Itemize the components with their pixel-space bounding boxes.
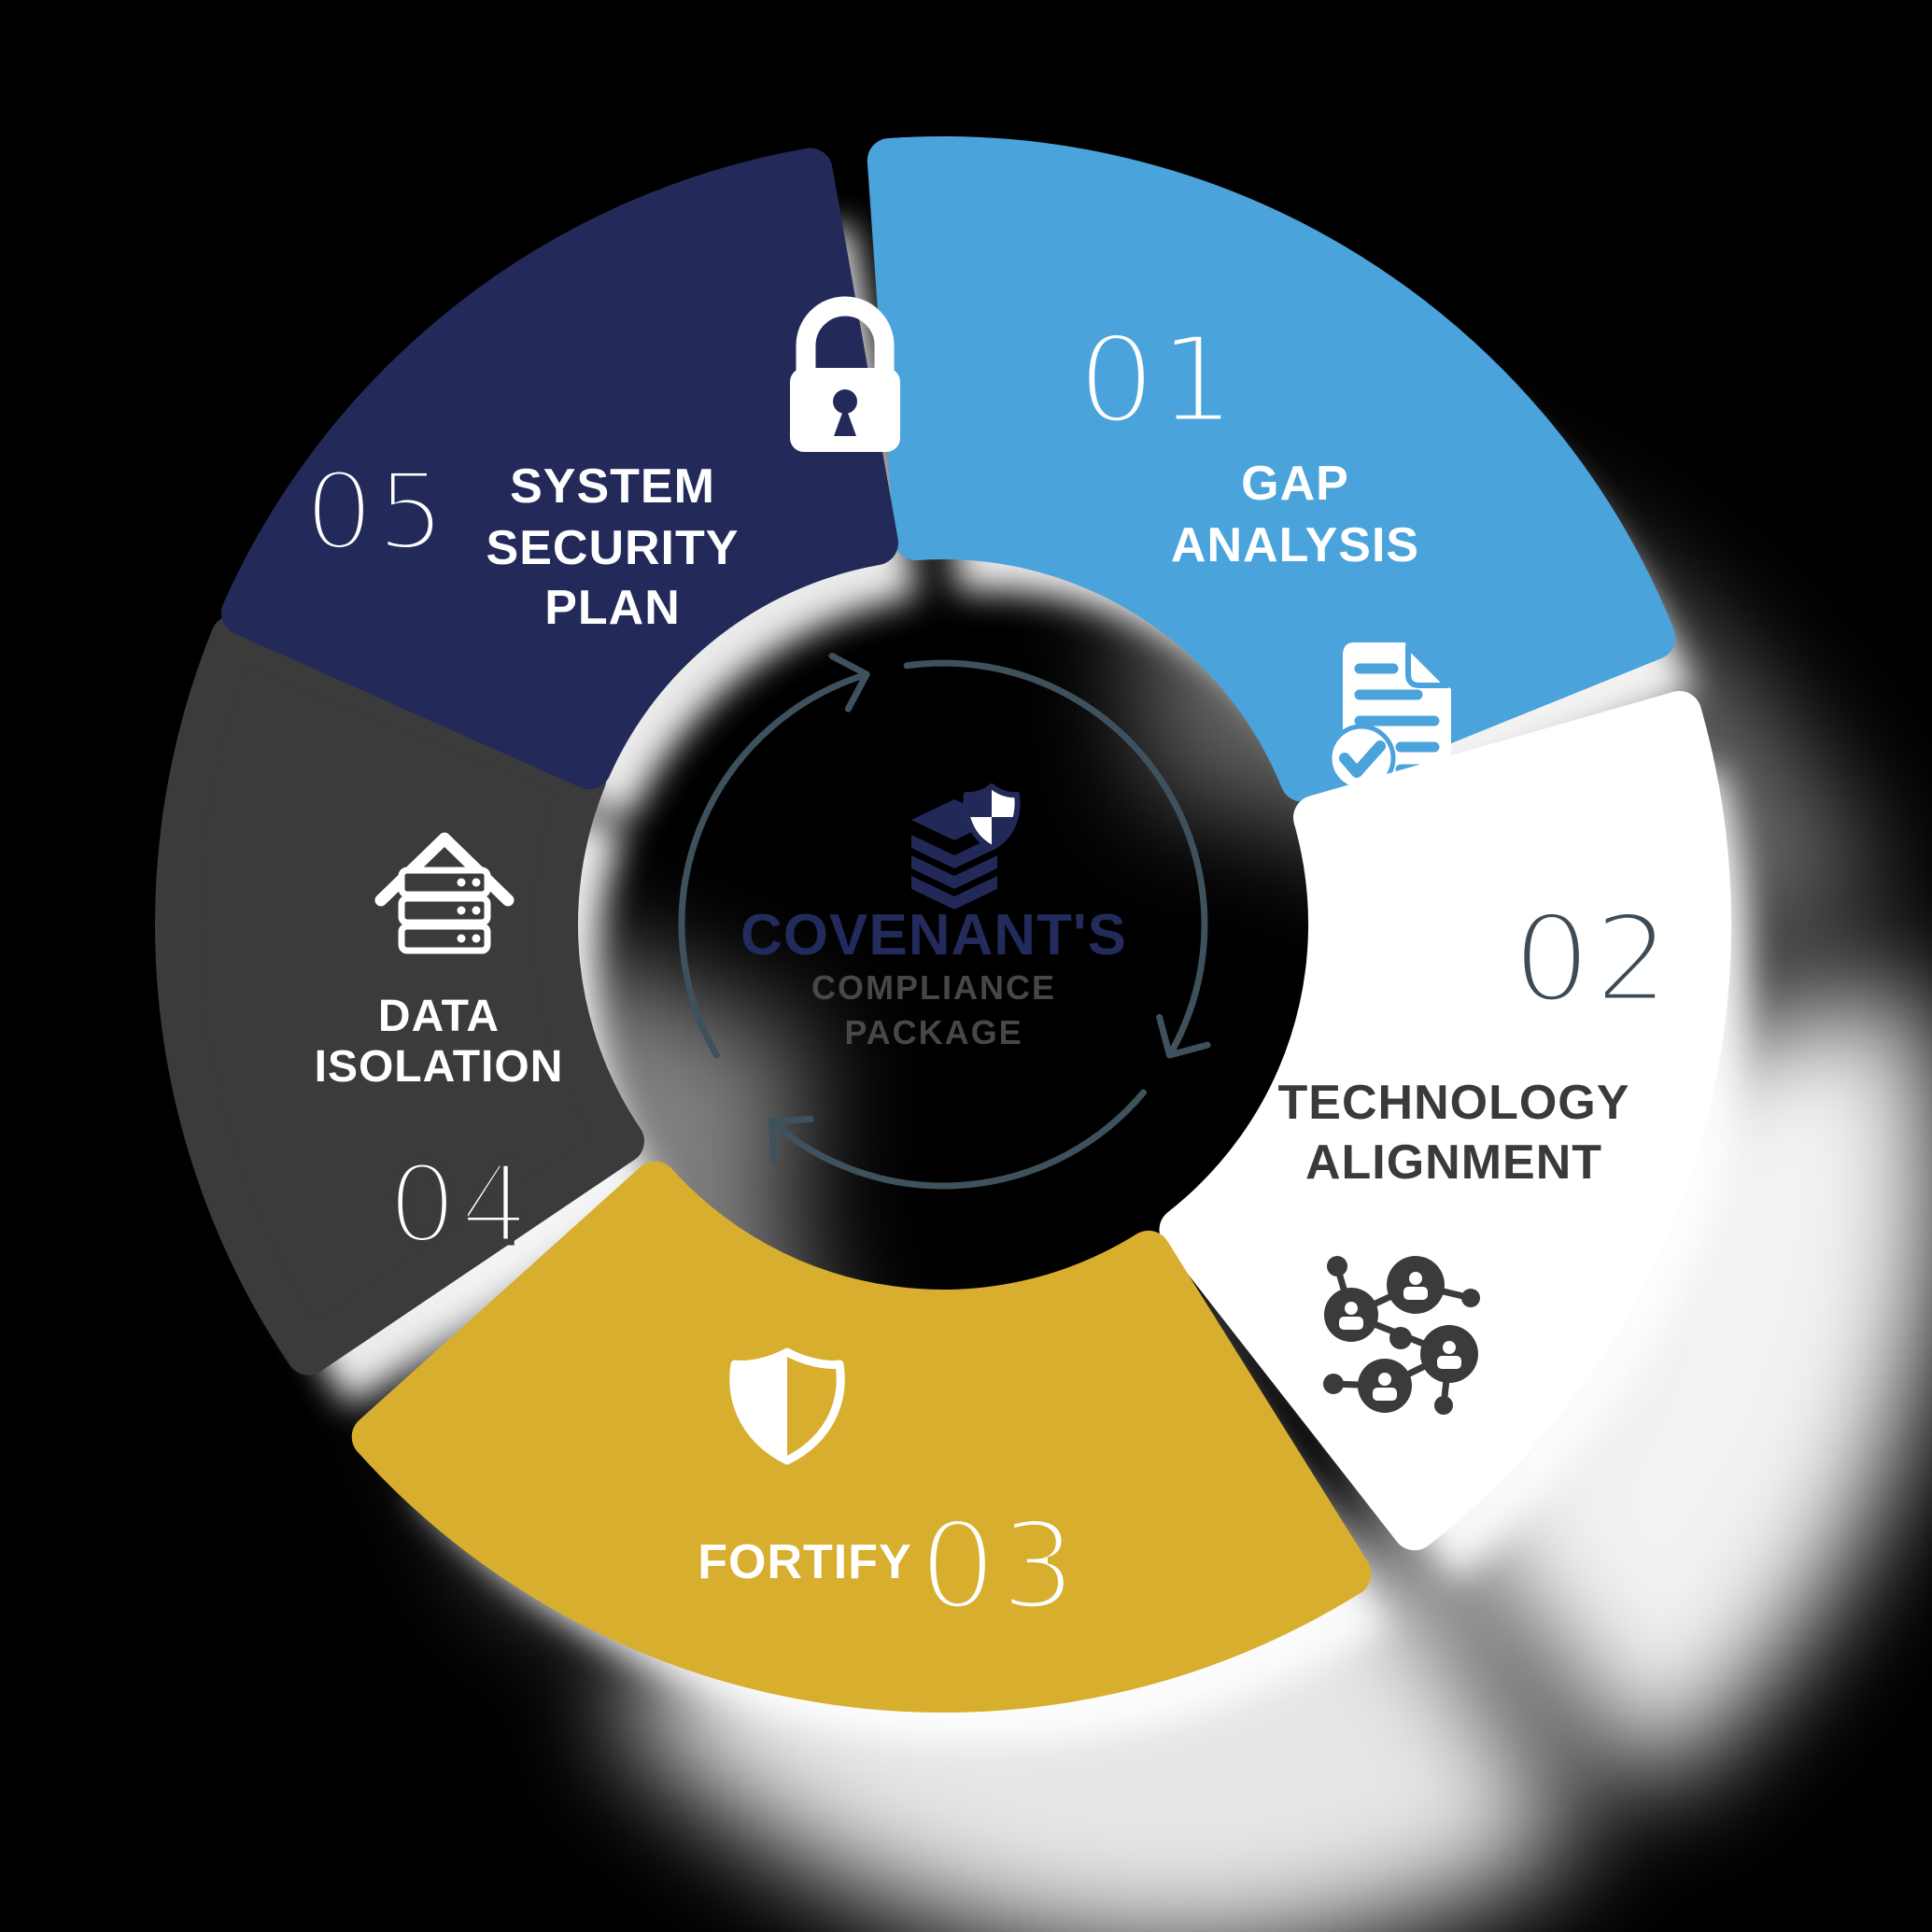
segment-04-shape — [155, 614, 644, 1375]
segment-03-shape — [351, 1161, 1372, 1713]
segment-05-shape — [220, 148, 898, 790]
segment-05-label-line2: SECURITY — [487, 521, 740, 575]
center-subtitle-line1: COMPLIANCE — [811, 968, 1056, 1007]
segment-05-label-line1: SYSTEM — [510, 459, 715, 514]
segment-system-security-plan: 05 SYSTEM SECURITY PLAN — [220, 148, 900, 790]
segment-data-isolation: 04 DATA ISOLATION — [155, 614, 644, 1375]
segment-01-number: 01 — [1078, 309, 1237, 451]
arrowhead-icon — [1156, 1013, 1211, 1059]
center-logo: COVENANT'S COMPLIANCE PACKAGE — [740, 783, 1127, 1051]
segment-02-label-line1: TECHNOLOGY — [1278, 1076, 1630, 1130]
segment-gap-analysis: 01 GAP ANALYSIS — [867, 136, 1676, 802]
segment-technology-alignment: 02 TECHNOLOGY ALIGNMENT — [1159, 691, 1732, 1551]
segment-01-label-line2: ANALYSIS — [1171, 518, 1419, 572]
segment-05-number: 05 — [304, 449, 448, 575]
flow-arrows — [678, 653, 1211, 1190]
segment-05-label-line3: PLAN — [544, 581, 681, 635]
segment-02-number: 02 — [1513, 888, 1672, 1030]
segment-03-number: 03 — [919, 1495, 1079, 1637]
arrowhead-icon — [828, 653, 870, 712]
center-title: COVENANT'S — [740, 903, 1127, 967]
segment-01-shape — [867, 136, 1676, 802]
server-house-icon — [374, 832, 515, 954]
segment-01-label-line1: GAP — [1241, 457, 1349, 511]
flow-arc — [768, 1089, 1147, 1190]
layers-shield-icon — [911, 783, 1021, 910]
arrowhead-icon — [768, 1115, 814, 1164]
segment-03-label-line1: FORTIFY — [698, 1535, 911, 1589]
padlock-icon — [790, 296, 900, 452]
half-shield-icon — [729, 1347, 845, 1465]
people-network-icon — [1323, 1256, 1480, 1415]
document-check-icon — [1327, 642, 1451, 793]
segment-04-number: 04 — [388, 1142, 531, 1268]
center-subtitle-line2: PACKAGE — [844, 1013, 1022, 1051]
flow-arc — [903, 659, 1208, 1059]
segment-04-label-line1: DATA — [378, 992, 500, 1041]
segment-02-label-line2: ALIGNMENT — [1305, 1135, 1602, 1190]
flow-arc — [678, 670, 870, 1059]
segment-fortify: 03 FORTIFY — [351, 1161, 1372, 1713]
segment-04-label-line2: ISOLATION — [315, 1042, 564, 1092]
segment-02-shape — [1159, 691, 1732, 1551]
